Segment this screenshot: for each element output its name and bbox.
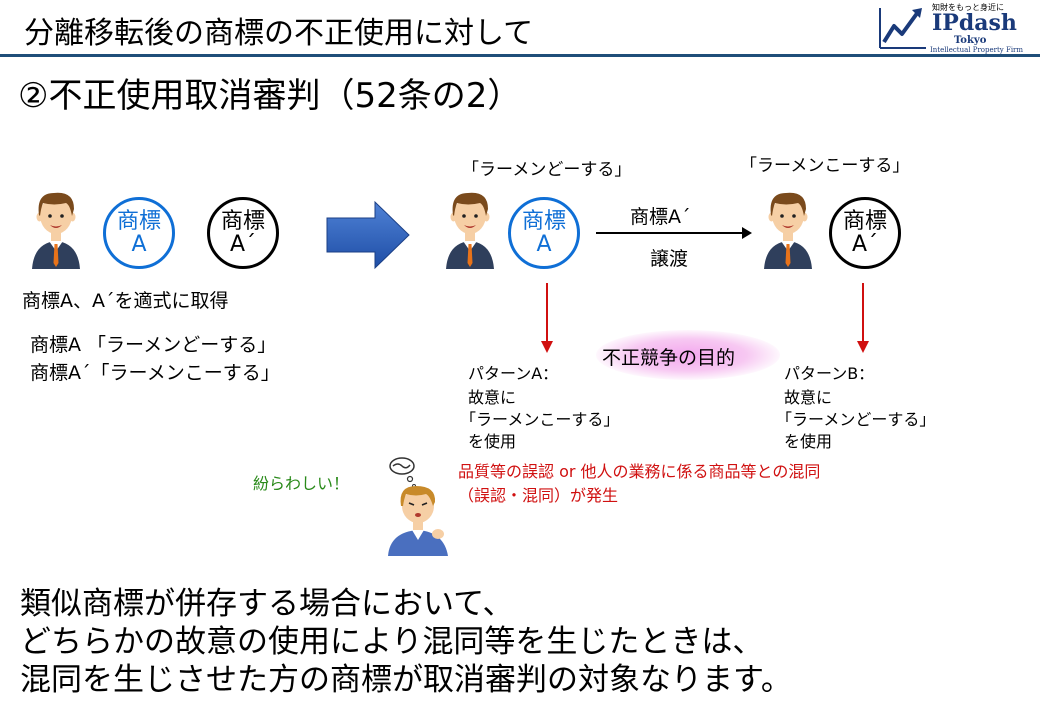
page-title: 分離移転後の商標の不正使用に対して bbox=[24, 16, 534, 51]
conclusion-line-2: どちらかの故意の使用により混同等を生じたときは、 bbox=[20, 624, 764, 660]
trademark-a-prime-circle-right: 商標 A´ bbox=[829, 197, 901, 269]
pattern-b-down-arrow-icon bbox=[857, 283, 869, 353]
pattern-a-down-arrow-icon bbox=[541, 283, 553, 353]
logo-name: IPdash bbox=[932, 10, 1017, 36]
owner-person-icon bbox=[28, 185, 84, 269]
unfair-purpose-label: 不正競争の目的 bbox=[602, 347, 736, 369]
pattern-b-line-4: を使用 bbox=[784, 432, 833, 451]
chart-arrow-icon bbox=[879, 8, 926, 49]
transfer-caption: 譲渡 bbox=[650, 248, 689, 270]
pattern-b-line-2: 故意に bbox=[784, 388, 833, 407]
pattern-b-line-3: 「ラーメンどーする」 bbox=[776, 410, 936, 429]
conclusion-line-1: 類似商標が併存する場合において、 bbox=[20, 586, 514, 622]
pattern-a-title: パターンA： bbox=[468, 364, 559, 383]
trademark-a-circle-right: 商標 A bbox=[508, 197, 580, 269]
purpose-highlight bbox=[596, 330, 780, 380]
logo-firm: Intellectual Property Firm bbox=[930, 46, 1024, 54]
transfer-label: 商標A´ bbox=[630, 206, 691, 228]
acquired-caption: 商標A、A´を適式に取得 bbox=[22, 290, 229, 312]
pattern-b-title: パターンB： bbox=[784, 364, 875, 383]
ipdash-logo: 知財をもっと身近に IPdash Tokyo Intellectual Prop… bbox=[876, 2, 1034, 54]
trademark-a-circle: 商標 A bbox=[103, 197, 175, 269]
transferee-person-icon bbox=[760, 185, 816, 269]
pattern-a-line-4: を使用 bbox=[468, 432, 517, 451]
owner-a-person-icon bbox=[442, 185, 498, 269]
left-brand-quote: 「ラーメンどーする」 bbox=[462, 160, 632, 180]
pattern-a-line-2: 故意に bbox=[468, 388, 517, 407]
transition-arrow-icon bbox=[326, 200, 410, 270]
logo-tagline: 知財をもっと身近に bbox=[932, 3, 1004, 12]
pattern-a-line-3: 「ラーメンこーする」 bbox=[460, 410, 620, 429]
transfer-arrow-icon bbox=[596, 227, 752, 239]
title-divider bbox=[0, 54, 1040, 57]
confusing-exclaim: 紛らわしい！ bbox=[253, 474, 350, 493]
trademark-a-prime-line: 商標A´「ラーメンこーする」 bbox=[30, 362, 280, 384]
conclusion-line-3: 混同を生じさせた方の商標が取消審判の対象なります。 bbox=[20, 662, 792, 698]
logo-city: Tokyo bbox=[954, 35, 987, 46]
page-subtitle: ②不正使用取消審判（52条の2） bbox=[18, 76, 522, 116]
trademark-a-prime-circle: 商標 A´ bbox=[207, 197, 279, 269]
result-line-1: 品質等の誤認 or 他人の業務に係る商品等との混同 bbox=[458, 462, 821, 481]
confused-person-icon bbox=[388, 457, 448, 556]
trademark-a-line: 商標A 「ラーメンどーする」 bbox=[30, 334, 277, 356]
result-line-2: （誤認・混同）が発生 bbox=[458, 486, 619, 505]
right-brand-quote: 「ラーメンこーする」 bbox=[740, 156, 910, 176]
